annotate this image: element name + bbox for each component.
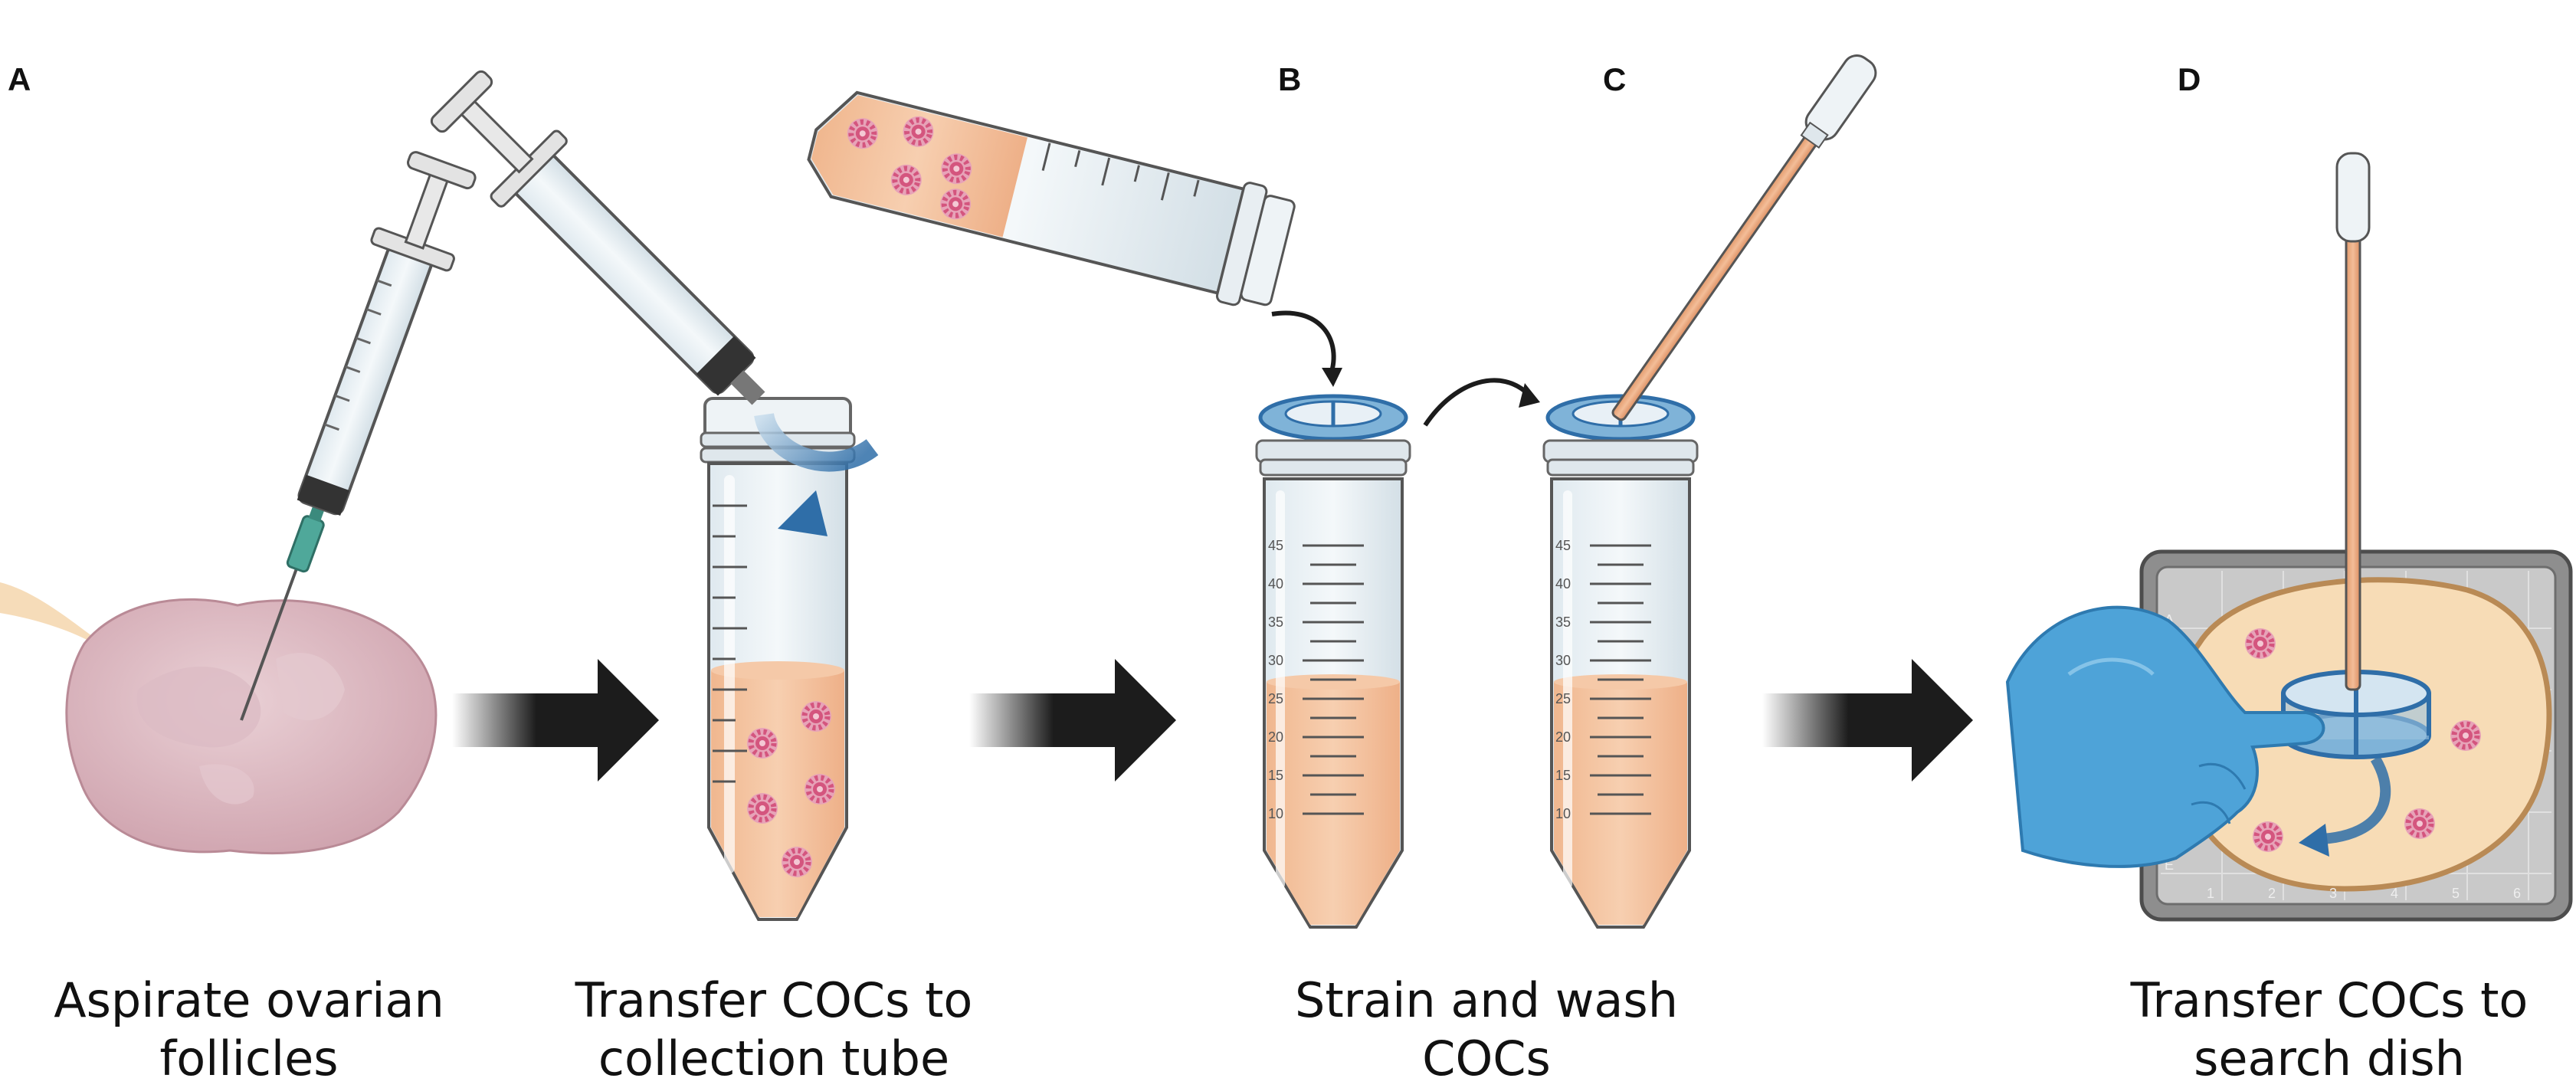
svg-text:25: 25: [1268, 691, 1283, 706]
tube-scale-c: 45 40 35 30 25 20 15 10: [1555, 538, 1571, 821]
svg-text:5: 5: [2452, 886, 2460, 901]
process-arrow-1: [452, 659, 659, 782]
tube-ticks-b: [1303, 544, 1364, 815]
svg-text:3: 3: [2329, 886, 2337, 901]
svg-text:2: 2: [2268, 886, 2276, 901]
svg-text:20: 20: [1268, 729, 1283, 745]
transfer-arrow-1: [1271, 310, 1336, 372]
panel-label-a: A: [8, 61, 31, 97]
collection-tube: [700, 397, 856, 921]
pouring-tube: [807, 90, 1296, 306]
pipette-wash: [1611, 54, 1877, 421]
step-caption-search: Transfer COCs to search dish: [2115, 972, 2544, 1088]
step-caption-aspirate-line2: follicles: [159, 1031, 339, 1086]
pipette-dish: [2335, 152, 2371, 691]
wash-tube: [1542, 394, 1699, 929]
svg-text:10: 10: [1268, 806, 1283, 821]
ovary: [0, 582, 438, 854]
svg-text:45: 45: [1268, 538, 1283, 553]
step-caption-aspirate: Aspirate ovarian follicles: [46, 972, 452, 1088]
strainer-tube: [1255, 394, 1411, 929]
panel-label-b: B: [1278, 61, 1302, 97]
svg-text:45: 45: [1555, 538, 1571, 553]
step-caption-collection-line2: collection tube: [598, 1031, 950, 1086]
tube-scale-b: 45 40 35 30 25 20 15 10: [1268, 538, 1283, 821]
svg-text:30: 30: [1555, 653, 1571, 668]
svg-text:30: 30: [1268, 653, 1283, 668]
svg-text:1: 1: [2207, 886, 2214, 901]
panel-label-d: D: [2178, 61, 2201, 97]
step-caption-strain-line2: COCs: [1422, 1031, 1551, 1086]
svg-text:35: 35: [1268, 614, 1283, 630]
svg-text:25: 25: [1555, 691, 1571, 706]
process-arrow-3: [1762, 659, 1973, 782]
strainer-in-dish: [2281, 670, 2431, 759]
svg-text:40: 40: [1268, 576, 1283, 592]
syringe-aspirate: [240, 151, 477, 721]
step-caption-collection: Transfer COCs to collection tube: [559, 972, 988, 1088]
step-caption-collection-line1: Transfer COCs to: [575, 972, 973, 1028]
process-arrow-2: [969, 659, 1176, 782]
svg-text:15: 15: [1555, 768, 1571, 783]
tube-ticks-c: [1590, 544, 1651, 815]
step-caption-search-line1: Transfer COCs to: [2130, 972, 2528, 1028]
panel-label-c: C: [1603, 61, 1627, 97]
syringe-transfer: [430, 70, 879, 472]
pour-arrow-head: [778, 490, 828, 536]
svg-text:4: 4: [2391, 886, 2398, 901]
gloved-hand: [2005, 605, 2325, 868]
svg-text:10: 10: [1555, 806, 1571, 821]
step-caption-aspirate-line1: Aspirate ovarian: [54, 972, 444, 1028]
svg-text:35: 35: [1555, 614, 1571, 630]
svg-text:40: 40: [1555, 576, 1571, 592]
step-caption-strain: Strain and wash COCs: [1272, 972, 1701, 1088]
step-caption-strain-line1: Strain and wash: [1294, 972, 1679, 1028]
svg-text:6: 6: [2513, 886, 2521, 901]
step-caption-search-line2: search dish: [2194, 1031, 2465, 1086]
svg-text:15: 15: [1268, 768, 1283, 783]
flip-arrow: [2321, 755, 2391, 844]
transfer-arrow-2: [1423, 378, 1531, 427]
svg-text:20: 20: [1555, 729, 1571, 745]
